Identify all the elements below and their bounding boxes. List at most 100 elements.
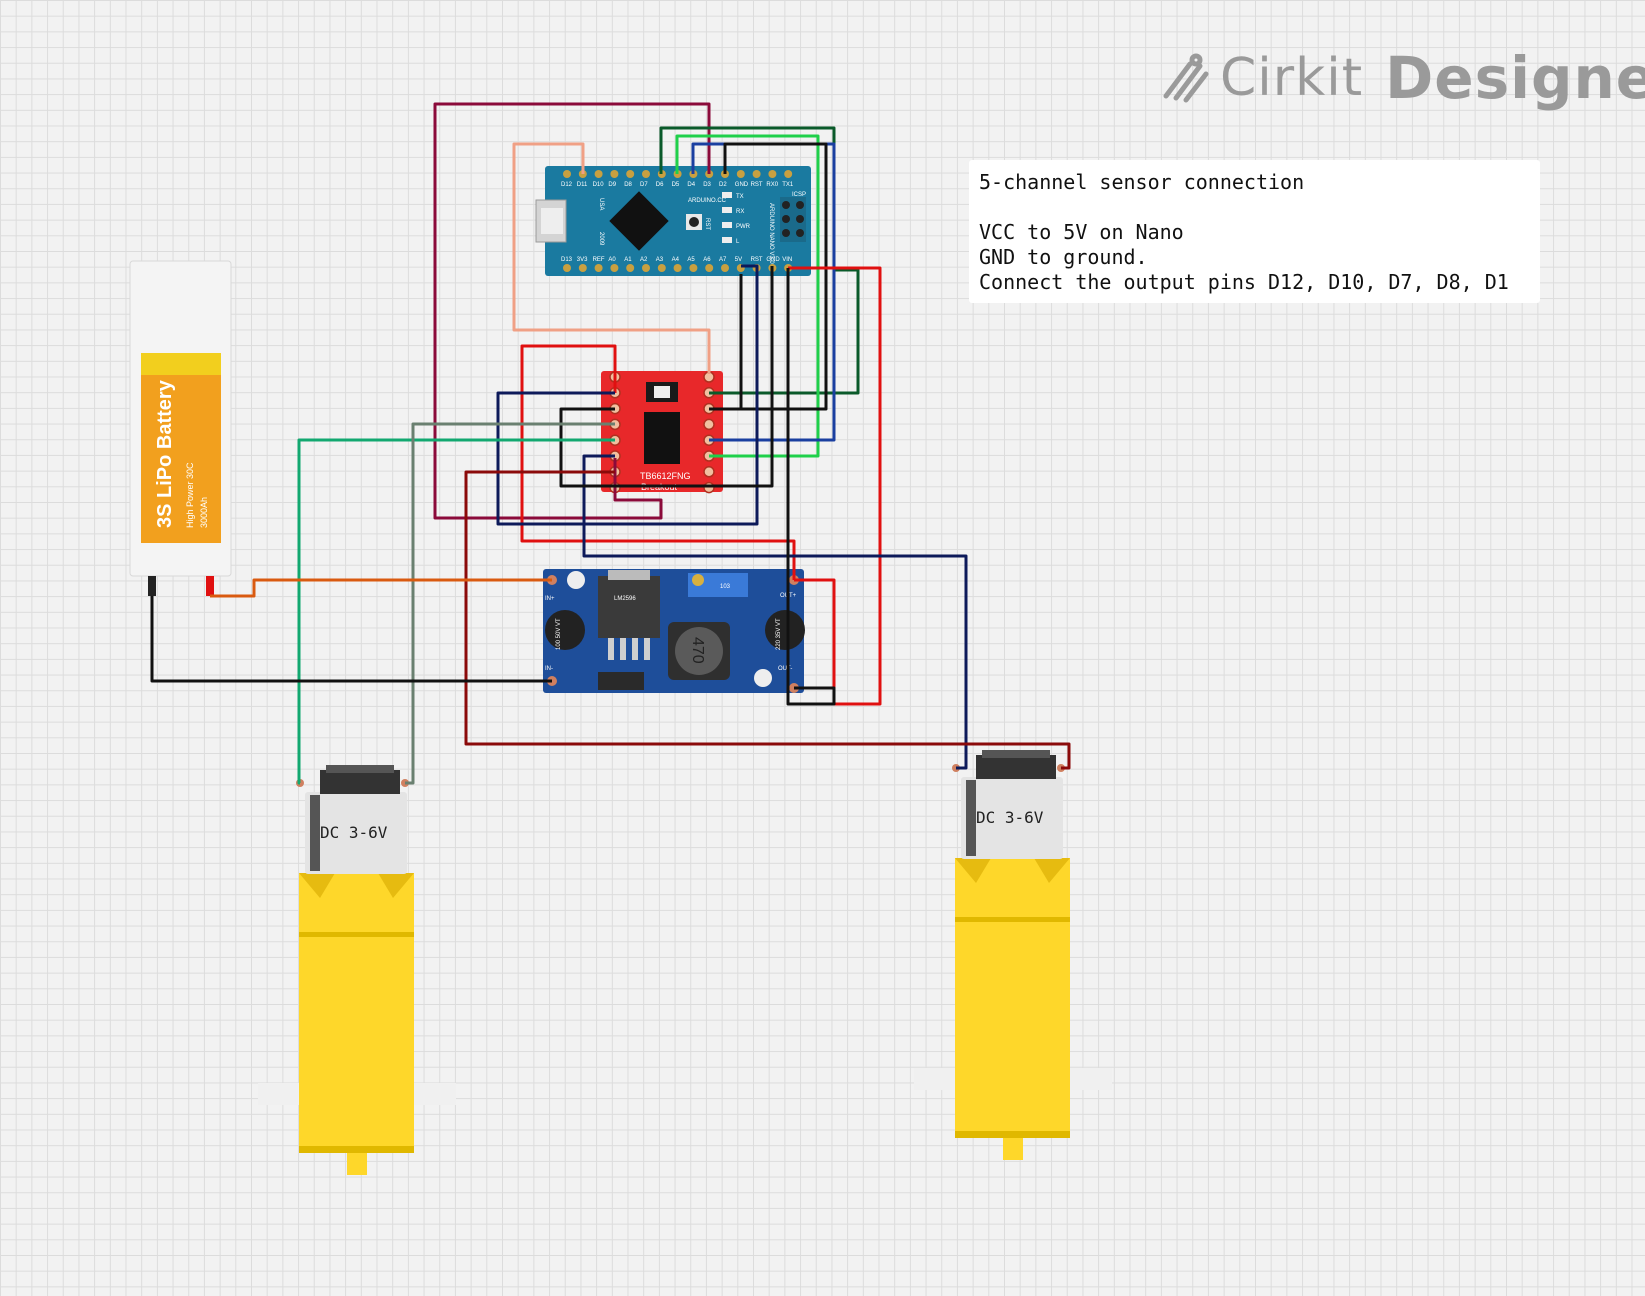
battery-name: 3S LiPo Battery bbox=[154, 379, 176, 528]
brand-name-designer: Designer bbox=[1385, 44, 1645, 112]
buck-inductor-label: 470 bbox=[689, 637, 706, 664]
nano-pin-label: D10 bbox=[593, 182, 605, 188]
nano-pin-rst[interactable] bbox=[752, 170, 761, 178]
nano-pin-label: D13 bbox=[561, 257, 573, 263]
wire-teal-left-motor[interactable] bbox=[297, 438, 615, 785]
nano-pin-label: 5V bbox=[735, 257, 742, 263]
wire-black-gnd-2[interactable] bbox=[709, 274, 743, 411]
nano-pin-label: REF bbox=[593, 257, 605, 263]
nano-pin-d8[interactable] bbox=[626, 170, 635, 178]
buck-out-minus-label: OUT- bbox=[778, 666, 792, 672]
wire-blue[interactable] bbox=[691, 142, 836, 442]
nano-led-label: RX bbox=[736, 209, 744, 215]
wire-dark-red-motor[interactable] bbox=[464, 470, 1071, 770]
driver-pin-right-7[interactable] bbox=[703, 466, 715, 478]
cirkit-designer-logo: Cirkit Designer bbox=[1160, 38, 1645, 118]
nano-pin-d13[interactable] bbox=[563, 264, 571, 272]
nano-pin-ref[interactable] bbox=[594, 264, 603, 272]
buck-converter[interactable]: LM2596 470 103 100 50V VT 220 35V VT IN+… bbox=[543, 569, 805, 693]
wire-orange-battery[interactable] bbox=[210, 578, 552, 598]
nano-led-label: TX bbox=[736, 194, 744, 200]
battery-spec-1: High Power 30C bbox=[185, 462, 195, 528]
nano-pin-3v3[interactable] bbox=[578, 264, 587, 272]
nano-pin-label: D6 bbox=[656, 182, 664, 188]
nano-pin-label: D4 bbox=[687, 182, 695, 188]
nano-pin-a1[interactable] bbox=[626, 264, 635, 272]
buck-in-plus-label: IN+ bbox=[545, 596, 555, 602]
nano-brand-label: ARDUINO.CC bbox=[688, 198, 727, 204]
note-line-3: Connect the output pins D12, D10, D7, D8… bbox=[979, 270, 1509, 294]
nano-pin-label: RX0 bbox=[766, 182, 778, 188]
nano-pin-a4[interactable] bbox=[673, 264, 682, 272]
nano-pin-label: A5 bbox=[687, 257, 695, 263]
nano-pin-rx0[interactable] bbox=[768, 170, 777, 178]
tb6612fng-driver[interactable]: TB6612FNG Breakout bbox=[601, 371, 723, 494]
nano-pin-a3[interactable] bbox=[657, 264, 666, 272]
nano-pin-d12[interactable] bbox=[563, 170, 571, 178]
buck-cap2-label: 220 35V VT bbox=[776, 618, 782, 650]
nano-pin-label: D12 bbox=[561, 182, 573, 188]
nano-pin-label: A1 bbox=[624, 257, 632, 263]
nano-pin-a0[interactable] bbox=[610, 264, 619, 272]
nano-pin-a5[interactable] bbox=[689, 264, 698, 272]
nano-pin-label: D5 bbox=[672, 182, 680, 188]
buck-ic-label: LM2596 bbox=[614, 596, 636, 602]
battery-spec-2: 3000Ah bbox=[199, 497, 209, 528]
wire-navy-5v[interactable] bbox=[496, 264, 759, 526]
nano-pin-label: D2 bbox=[719, 182, 727, 188]
nano-pin-label: TX1 bbox=[782, 182, 794, 188]
nano-mcu-chip bbox=[609, 191, 669, 251]
nano-icsp-label: ICSP bbox=[792, 192, 806, 198]
nano-led-l bbox=[722, 237, 732, 243]
nano-pin-label: D9 bbox=[608, 182, 616, 188]
sensor-connection-note[interactable]: 5-channel sensor connection VCC to 5V on… bbox=[969, 160, 1540, 303]
wire-gray-green-left-motor[interactable] bbox=[405, 422, 615, 785]
brand-name-cirkit: Cirkit bbox=[1220, 48, 1364, 108]
motor-right-label: DC 3-6V bbox=[976, 808, 1044, 827]
nano-pin-a6[interactable] bbox=[705, 264, 714, 272]
nano-pin-label: RST bbox=[751, 257, 763, 263]
nano-pin-label: A3 bbox=[656, 257, 664, 263]
nano-pin-label: VIN bbox=[782, 257, 792, 263]
wire-maroon[interactable] bbox=[433, 102, 711, 520]
nano-led-tx bbox=[722, 192, 732, 198]
nano-pin-d9[interactable] bbox=[610, 170, 619, 178]
driver-pin-right-4[interactable] bbox=[703, 418, 715, 431]
driver-label-1: TB6612FNG bbox=[640, 471, 691, 481]
lipo-battery[interactable]: 3S LiPo Battery High Power 30C 3000Ah bbox=[129, 260, 232, 596]
nano-pin-gnd[interactable] bbox=[736, 170, 745, 178]
wire-salmon[interactable] bbox=[512, 142, 711, 374]
wire-navy-right-motor[interactable] bbox=[582, 454, 968, 770]
buck-cap1-label: 100 50V VT bbox=[556, 618, 562, 650]
nano-pin-d10[interactable] bbox=[594, 170, 603, 178]
driver-chip bbox=[644, 412, 680, 464]
wire-red-vin[interactable] bbox=[788, 266, 882, 706]
dc-motor-right[interactable]: DC 3-6V bbox=[914, 750, 1112, 1160]
nano-led-label: L bbox=[736, 239, 740, 245]
wire-black-battery[interactable] bbox=[150, 596, 552, 683]
nano-pin-label: D7 bbox=[640, 182, 648, 188]
nano-pin-label: A2 bbox=[640, 257, 648, 263]
nano-pin-label: A4 bbox=[672, 257, 680, 263]
nano-pin-a2[interactable] bbox=[642, 264, 650, 272]
nano-usa-label: USA bbox=[598, 198, 604, 210]
wire-red-vcc[interactable] bbox=[520, 344, 796, 580]
wire-green[interactable] bbox=[675, 134, 820, 458]
battery-positive-lead[interactable] bbox=[206, 576, 214, 596]
buck-pot-label: 103 bbox=[720, 584, 731, 590]
wire-black-gnd-1[interactable] bbox=[559, 266, 774, 488]
arduino-nano[interactable]: ARDUINO.CC ARDUINO NANO V3.0 USA 2009 IC… bbox=[535, 166, 811, 276]
nano-pin-label: 3V3 bbox=[577, 257, 588, 263]
nano-pin-a7[interactable] bbox=[721, 264, 729, 272]
nano-pin-d7[interactable] bbox=[642, 170, 650, 178]
nano-year-label: 2009 bbox=[598, 232, 604, 246]
nano-pin-label: RST bbox=[751, 182, 763, 188]
nano-pin-label: A0 bbox=[608, 257, 616, 263]
nano-pin-tx1[interactable] bbox=[784, 170, 793, 178]
dc-motor-left[interactable]: DC 3-6V bbox=[258, 765, 456, 1175]
nano-led-pwr bbox=[722, 222, 732, 228]
driver-pin-right-8[interactable] bbox=[703, 481, 715, 494]
wire-black-gnd-3[interactable] bbox=[786, 268, 836, 706]
battery-negative-lead[interactable] bbox=[148, 576, 156, 596]
